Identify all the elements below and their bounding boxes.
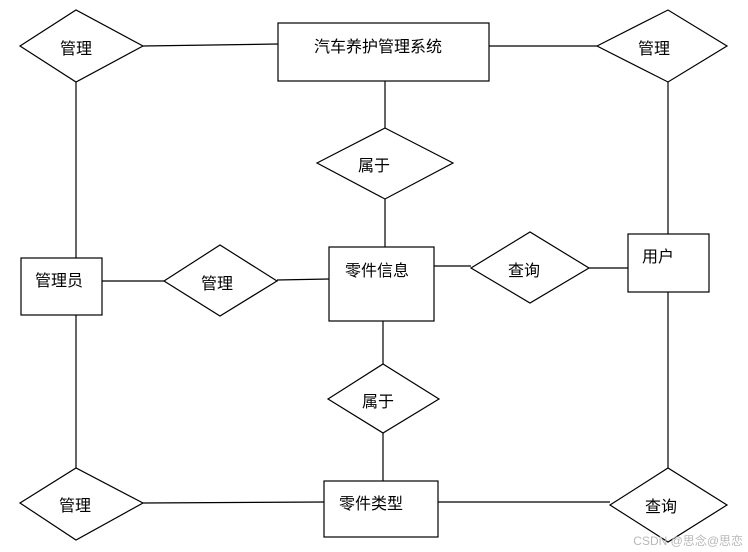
entity-parts-info-label: 零件信息 bbox=[345, 261, 409, 280]
entity-user-label: 用户 bbox=[642, 247, 674, 266]
relationship-top-right-label: 管理 bbox=[638, 39, 670, 58]
edge-topleft-system bbox=[142, 43, 279, 47]
entity-user: 用户 bbox=[627, 233, 710, 293]
entity-parts-type: 零件类型 bbox=[323, 480, 439, 538]
relationship-bottom-left-label: 管理 bbox=[59, 496, 91, 515]
relationship-top-left: 管理 bbox=[18, 9, 145, 83]
relationship-top-right: 管理 bbox=[595, 9, 729, 83]
relationship-center-top: 属于 bbox=[315, 127, 455, 200]
entity-admin: 管理员 bbox=[20, 257, 103, 316]
entity-system: 汽车养护管理系统 bbox=[277, 22, 490, 82]
relationship-middle-left-label: 管理 bbox=[201, 274, 233, 293]
edge-manage-parts bbox=[276, 278, 330, 281]
entity-system-label: 汽车养护管理系统 bbox=[314, 37, 442, 56]
entity-parts-info: 零件信息 bbox=[328, 246, 435, 322]
relationship-middle-right-label: 查询 bbox=[508, 261, 540, 280]
watermark: CSDN @思念@思恋 bbox=[633, 533, 743, 548]
relationship-middle-left: 管理 bbox=[162, 244, 279, 317]
relationship-middle-right: 查询 bbox=[469, 231, 591, 304]
relationship-bottom-right: 查询 bbox=[608, 467, 729, 543]
relationship-center-top-label: 属于 bbox=[358, 156, 390, 175]
relationship-top-left-label: 管理 bbox=[60, 39, 92, 58]
entity-admin-label: 管理员 bbox=[35, 271, 83, 290]
entity-parts-type-label: 零件类型 bbox=[339, 494, 403, 513]
edge-bottomleft-type bbox=[142, 501, 325, 504]
relationship-center-bottom-label: 属于 bbox=[362, 392, 394, 411]
relationship-center-bottom: 属于 bbox=[326, 363, 441, 434]
connector-lines bbox=[75, 43, 669, 504]
relationship-bottom-right-label: 查询 bbox=[645, 497, 677, 516]
relationship-bottom-left: 管理 bbox=[18, 467, 145, 541]
